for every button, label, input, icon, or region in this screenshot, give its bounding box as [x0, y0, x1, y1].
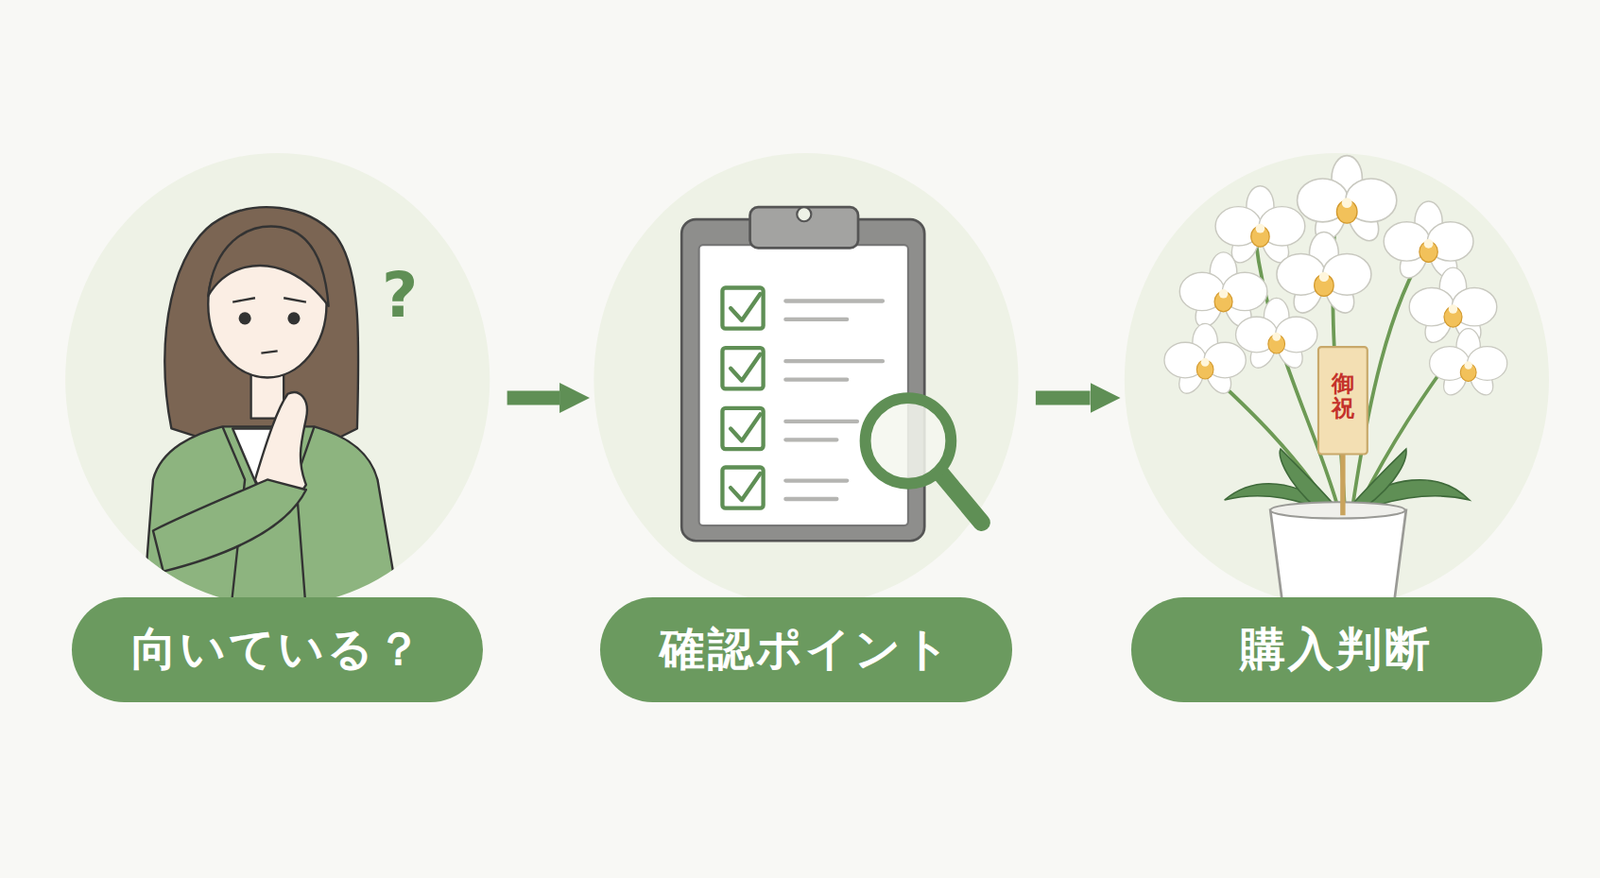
flow-arrow: [1035, 391, 1091, 406]
step-pill: 確認ポイント: [600, 597, 1012, 703]
checklist-clipboard: [785, 421, 858, 440]
orchid-plant: [1297, 155, 1397, 247]
step-node: 購入判断: [1122, 155, 1551, 703]
orchid-plant: [1429, 328, 1508, 400]
drawing: [65, 153, 1549, 613]
woman-figure: [164, 206, 359, 439]
woman-figure: [240, 312, 251, 324]
checklist-clipboard: [785, 301, 883, 320]
woman-figure: [153, 479, 307, 571]
orchid-plant: [1340, 448, 1345, 516]
checklist-clipboard: [699, 244, 909, 526]
checklist-clipboard: [730, 473, 760, 500]
checklist-clipboard: [750, 206, 859, 248]
step-node: 向いている？: [63, 155, 492, 703]
checklist-clipboard: [785, 301, 883, 499]
checklist-clipboard: [722, 287, 763, 328]
step-pill: 向いている？: [71, 597, 483, 703]
checklist-clipboard: [681, 219, 925, 541]
step-label: 購入判断: [1239, 619, 1433, 680]
checklist-clipboard: [681, 206, 981, 541]
woman-figure: [207, 226, 328, 307]
checklist-clipboard: [730, 413, 760, 441]
checklist-clipboard: [722, 347, 763, 389]
bg-circle: [593, 153, 1018, 606]
orchid-plant: [1276, 231, 1372, 318]
woman-figure: [260, 350, 277, 353]
checklist-clipboard: [785, 481, 847, 499]
woman-figure: [232, 297, 307, 302]
orchid-plant: [1164, 323, 1246, 397]
step-label: 確認ポイント: [659, 619, 953, 680]
checklist-clipboard: [722, 467, 763, 509]
checklist-clipboard: [722, 408, 763, 449]
orchid-plant: [1409, 267, 1497, 347]
checklist-clipboard: [865, 397, 952, 484]
step-label: 向いている？: [131, 619, 425, 680]
checklist-clipboard: [940, 473, 981, 523]
question-mark: ?: [381, 264, 418, 327]
checklist-clipboard: [730, 354, 760, 381]
step-node: 確認ポイント: [591, 155, 1020, 703]
orchid-plant: [1236, 297, 1318, 372]
checklist-clipboard: [722, 287, 763, 508]
step-pill: 購入判断: [1131, 597, 1543, 703]
checklist-clipboard: [785, 361, 883, 379]
orchid-plant: [1318, 346, 1368, 454]
checklist-clipboard: [730, 293, 760, 321]
orchid-plant: [1164, 155, 1508, 613]
woman-figure: [142, 206, 400, 613]
checklist-clipboard: [796, 206, 811, 222]
tag-text: 御祝: [1331, 371, 1355, 422]
woman-figure: [289, 312, 300, 324]
flow-arrow: [507, 391, 560, 406]
orchid-plant: [1270, 501, 1406, 518]
